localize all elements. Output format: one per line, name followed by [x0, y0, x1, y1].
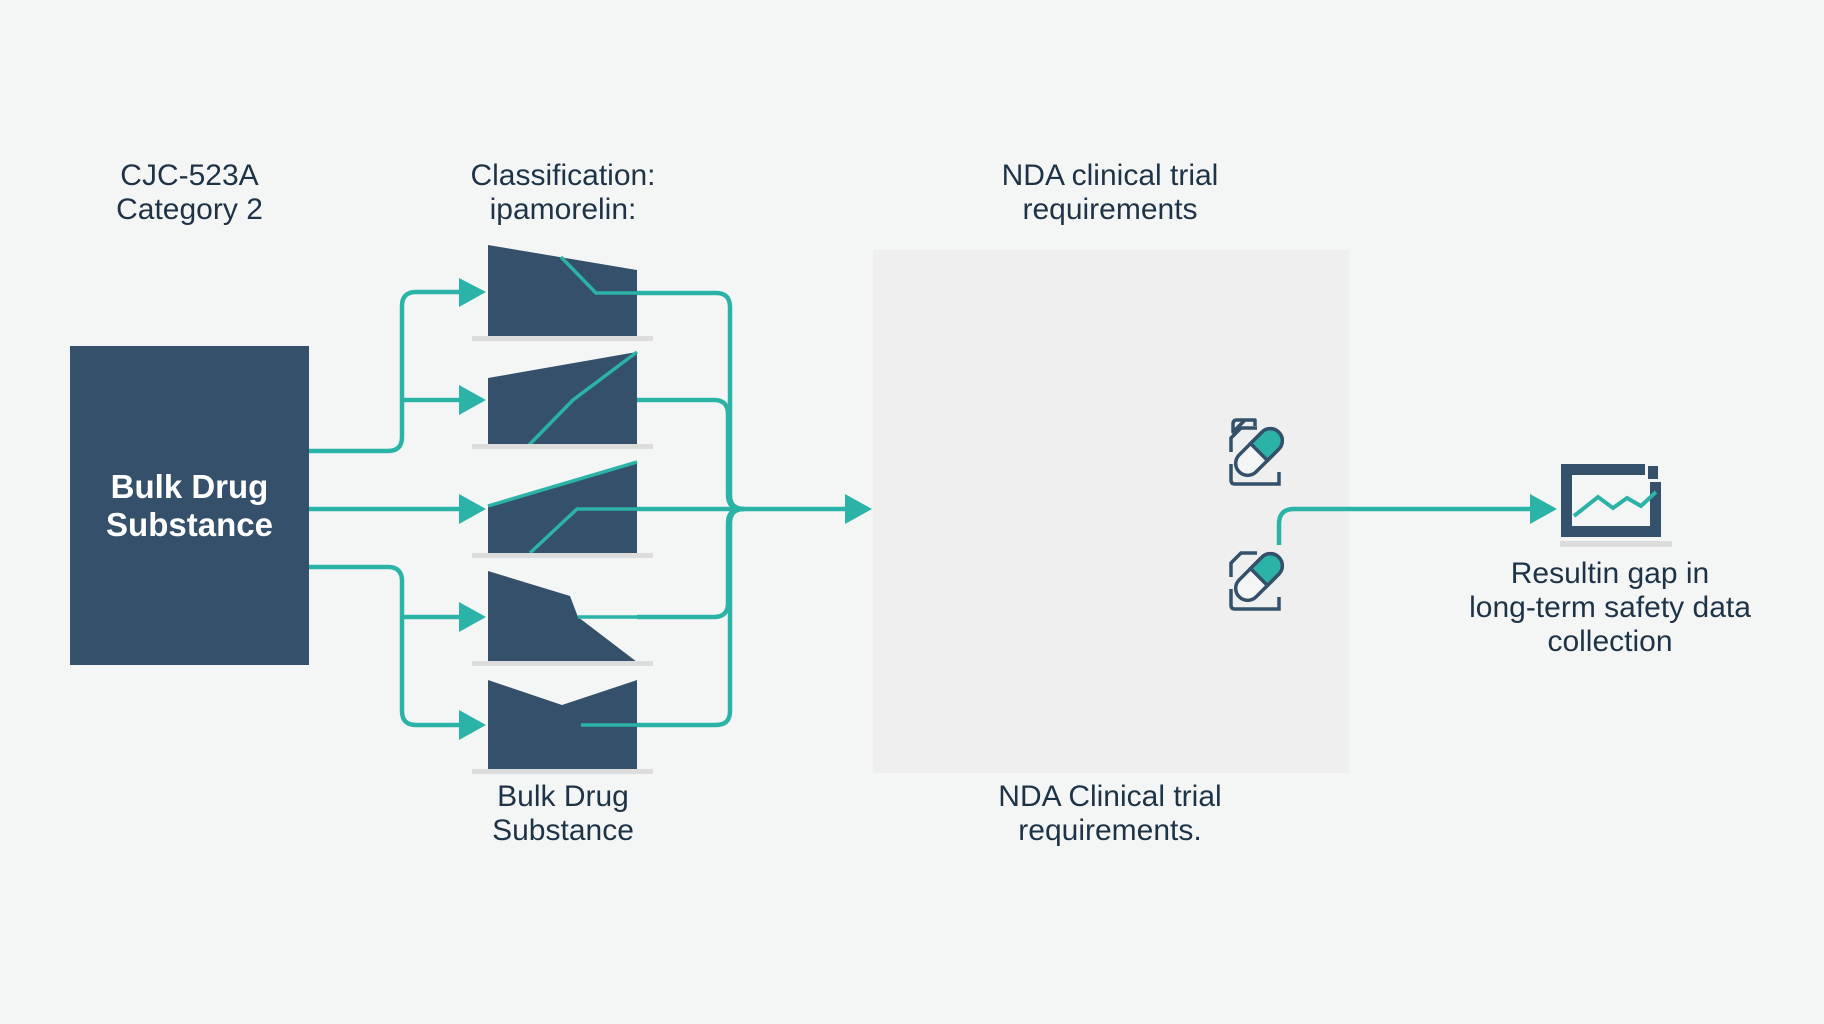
nda-top-label: NDA clinical trial requirements [960, 159, 1260, 227]
outcome-connector [1276, 506, 1533, 545]
outcome-line-3: collection [1547, 625, 1673, 658]
source-box-line-2: Substance [106, 505, 273, 543]
nda-requirements-panel [873, 250, 1349, 773]
connector-to-shape-4 [309, 564, 462, 728]
merge-from-shape-4 [637, 506, 743, 620]
pill-document-icon [1229, 551, 1285, 611]
classification-line-2: ipamorelin: [489, 193, 637, 226]
stack-bottom-label: Bulk Drug Substance [430, 780, 696, 848]
arrowhead-nda-panel [845, 494, 872, 524]
arrowhead-outcome [1530, 494, 1557, 524]
outcome-label: Resultin gap in long-term safety data co… [1440, 557, 1780, 659]
classification-stack [472, 245, 653, 774]
outcome-line-1: Resultin gap in [1510, 557, 1710, 590]
nda-top-line-1: NDA clinical trial [1001, 159, 1219, 192]
chart-shape-3-icon [472, 460, 653, 558]
source-connectors [309, 289, 462, 728]
chart-shape-4-icon [472, 571, 653, 666]
arrowhead-shape-3 [459, 494, 486, 524]
source-top-label: CJC-523A Category 2 [70, 159, 309, 227]
source-arrowheads [459, 278, 486, 740]
classification-label: Classification: ipamorelin: [430, 159, 696, 227]
chart-shape-5-icon [472, 680, 653, 774]
arrowhead-shape-1 [459, 278, 486, 307]
stack-bottom-line-2: Substance [492, 814, 634, 847]
nda-top-line-2: requirements [1022, 193, 1198, 226]
chart-shape-2-icon [472, 350, 653, 449]
nda-bottom-label: NDA Clinical trial requirements. [960, 780, 1260, 848]
stack-bottom-line-1: Bulk Drug [497, 780, 629, 813]
nda-bottom-line-2: requirements. [1018, 814, 1202, 847]
nda-bottom-line-1: NDA Clinical trial [998, 780, 1222, 813]
merge-from-shape-2 [637, 397, 743, 512]
merge-from-shape-5 [637, 506, 745, 728]
connector-to-shape-1 [309, 289, 462, 454]
arrowhead-shape-2 [459, 385, 486, 415]
merge-connectors [637, 290, 850, 728]
source-top-line-1: CJC-523A [120, 159, 259, 192]
arrowhead-shape-5 [459, 710, 486, 740]
source-box-line-1: Bulk Drug [110, 467, 269, 505]
outcome-line-2: long-term safety data [1469, 591, 1751, 624]
chart-shape-1-icon [472, 245, 653, 341]
bulk-drug-substance-box: Bulk Drug Substance [70, 346, 309, 665]
classification-line-1: Classification: [470, 159, 656, 192]
source-top-line-2: Category 2 [116, 193, 263, 226]
monitor-chart-icon [1560, 464, 1672, 547]
arrowhead-shape-4 [459, 602, 486, 632]
pill-document-icon [1229, 418, 1285, 486]
